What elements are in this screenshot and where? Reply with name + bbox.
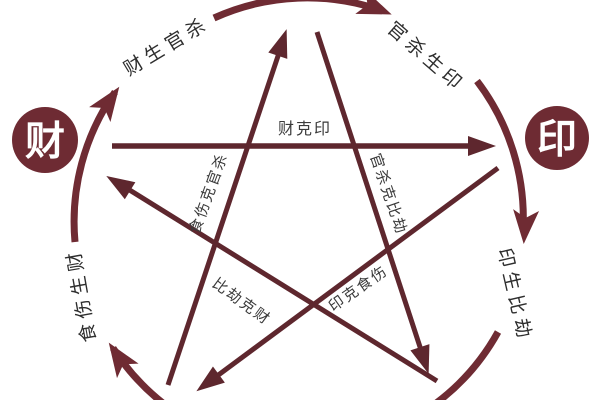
- label-cai-ke-yin: 财克印: [277, 119, 333, 138]
- arrowhead-bijie-sheng-shishang-icon: [108, 342, 139, 379]
- arc-yin-sheng-bijie: [434, 330, 502, 400]
- badge-seal-label: 印: [537, 115, 577, 163]
- arrowhead-shishang-ke-guansha-icon: [268, 29, 288, 59]
- arrowhead-guansha-ke-bijie-icon: [410, 344, 430, 374]
- line-bijie-ke-cai: [126, 186, 439, 384]
- line-shishang-ke-guansha: [165, 52, 282, 386]
- arrowhead-cai-ke-yin-icon: [468, 136, 496, 156]
- line-yin-ke-shishang: [215, 165, 500, 379]
- badge-wealth-circle: [12, 107, 78, 173]
- badge-wealth-label: 财: [25, 117, 65, 165]
- arc-cai-sheng-guansha: [212, 0, 385, 22]
- arrowhead-cai-sheng-guansha-icon: [355, 0, 392, 15]
- arrowhead-guansha-sheng-yin-icon: [513, 209, 540, 244]
- arrowhead-shishang-sheng-cai-icon: [89, 86, 120, 123]
- arrowhead-bijie-ke-cai-icon: [106, 175, 136, 200]
- arc-guansha-sheng-yin: [474, 78, 527, 231]
- badge-seal-circle: [525, 106, 589, 170]
- line-guansha-ke-bijie: [314, 31, 424, 351]
- arrowhead-yin-ke-shishang-icon: [196, 366, 225, 392]
